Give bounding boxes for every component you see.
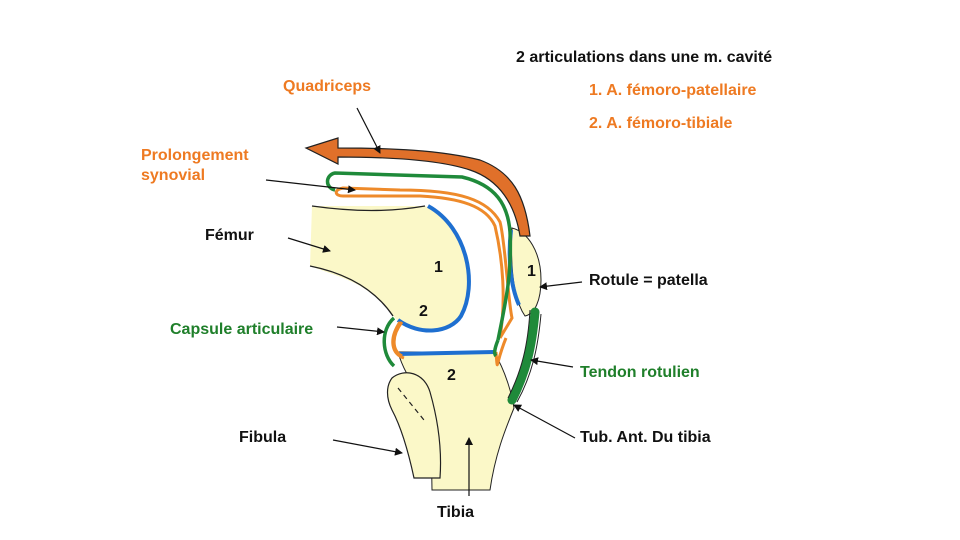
joint-capsule [325,171,513,368]
diagram-title: 2 articulations dans une m. cavité [516,49,773,66]
tibia-label: Tibia [437,504,475,521]
legend-item-1: 1. A. fémoro-patellaire [589,82,757,99]
femur-outline [309,205,426,317]
synovial-membrane [334,186,514,367]
number-patella: 1 [527,263,536,280]
quadriceps-leader [356,107,381,154]
capsule-label: Capsule articulaire [170,321,314,338]
femur-leader [287,237,331,253]
tendon-leader [530,357,574,368]
femur-bone [310,206,469,331]
fibula-leader [332,439,403,456]
tibia-cartilage [397,350,495,356]
tub-label: Tub. Ant. Du tibia [580,429,711,446]
capsule-front-lower [492,339,500,358]
prolongement-leader [265,179,356,194]
number-femoro-tibial-femur: 2 [419,303,428,320]
fibula-label: Fibula [239,429,287,446]
rotule-leader [539,281,583,291]
fibula-dashed-line [397,387,425,421]
capsule-leader [336,326,385,336]
femur-label: Fémur [205,227,254,244]
number-tibia: 2 [447,367,456,384]
tub-leader [513,404,576,439]
number-femoro-patellar: 1 [434,259,443,276]
quadriceps-tendon [304,137,531,237]
rotule-label: Rotule = patella [589,272,708,289]
prolongement-label-line1: Prolongement [141,147,249,164]
fibula-bone [386,372,442,479]
femur-cartilage [396,204,471,333]
tendon-label: Tendon rotulien [580,364,700,381]
quadriceps-label: Quadriceps [283,78,372,95]
prolongement-label-line2: synovial [141,167,206,184]
legend-item-2: 2. A. fémoro-tibiale [589,115,733,132]
patellar-tendon [507,307,540,405]
